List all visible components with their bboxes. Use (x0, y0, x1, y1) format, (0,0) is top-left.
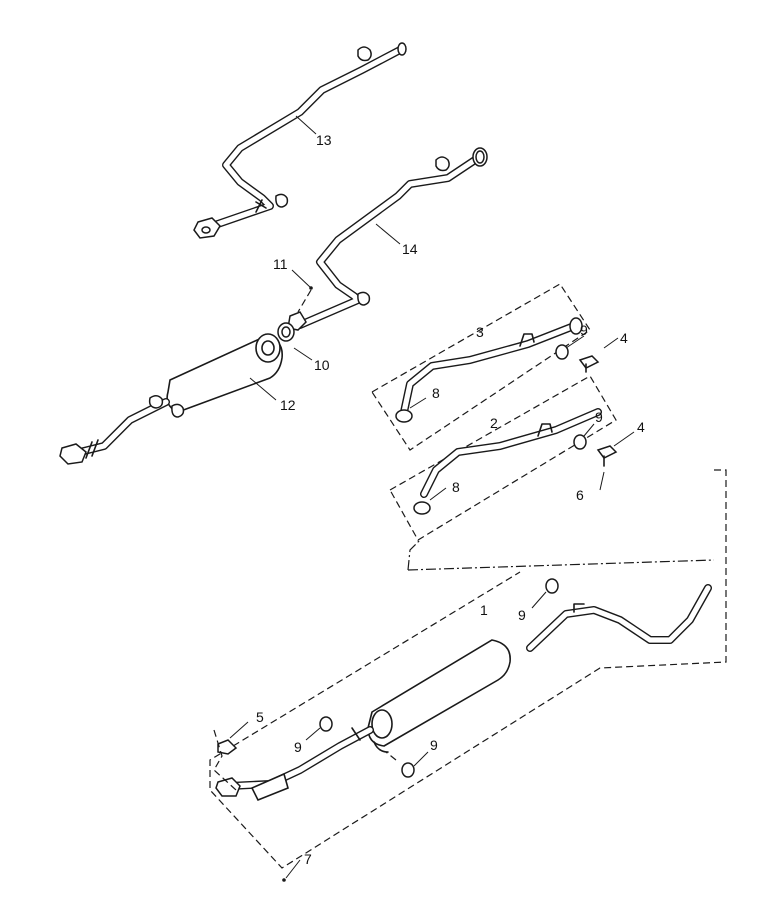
part-1-rear-muffler-assembly[interactable] (215, 584, 712, 802)
part-9-rubber-hanger[interactable] (545, 578, 559, 594)
callout-9a: 9 (580, 322, 588, 338)
callout-4b: 4 (637, 419, 645, 435)
callout-7: 7 (304, 851, 312, 867)
part-9-rubber-hanger[interactable] (319, 716, 333, 732)
callout-6: 6 (576, 487, 584, 503)
kit-1-boundary (407, 539, 421, 571)
callout-14: 14 (402, 241, 418, 257)
part-9-rubber-hanger[interactable] (573, 434, 587, 450)
part-7-bolt[interactable] (282, 878, 286, 882)
pipe-flange (215, 777, 241, 797)
part-2-tail-pipe[interactable] (420, 408, 602, 498)
part-10-gasket[interactable] (277, 322, 295, 342)
part-4-bracket[interactable] (578, 355, 600, 373)
callout-2: 2 (490, 415, 498, 431)
part-12-front-muffler[interactable] (59, 333, 283, 465)
callout-11: 11 (273, 256, 288, 272)
part-3-tail-pipe[interactable] (400, 317, 583, 416)
callout-1: 1 (480, 602, 488, 618)
hanger-bracket (357, 46, 372, 62)
kit-2-boundary (389, 375, 617, 541)
part-8-clamp[interactable] (395, 409, 413, 423)
callout-8a: 8 (432, 385, 440, 401)
part-4-bracket[interactable] (596, 445, 618, 467)
callout-5: 5 (256, 709, 264, 725)
callout-13: 13 (316, 132, 332, 148)
hanger-bracket (148, 395, 164, 409)
callout-10: 10 (314, 357, 330, 373)
part-5-clamp[interactable] (217, 739, 238, 755)
pipe-end-ring (397, 42, 407, 56)
callout-9d: 9 (294, 739, 302, 755)
hanger-bracket (275, 193, 289, 208)
callout-12: 12 (280, 397, 296, 413)
part-13-front-pipe[interactable] (193, 42, 407, 239)
callout-4a: 4 (620, 330, 628, 346)
hanger-bracket (435, 156, 450, 172)
pipe-flange (59, 443, 87, 465)
part-8-clamp[interactable] (413, 501, 431, 515)
pipe-end-ring (569, 317, 583, 335)
part-14-front-pipe[interactable] (287, 147, 488, 331)
part-9-rubber-hanger[interactable] (555, 344, 569, 360)
callout-8b: 8 (452, 479, 460, 495)
part-9-rubber-hanger[interactable] (385, 751, 415, 778)
callout-3: 3 (476, 324, 484, 340)
kit-3-boundary (371, 283, 591, 451)
hanger-bracket (357, 291, 371, 306)
callout-9c: 9 (518, 607, 526, 623)
hanger-bracket (171, 403, 185, 418)
callout-9e: 9 (430, 737, 438, 753)
callout-9b: 9 (595, 409, 603, 425)
part-11-bolt[interactable] (297, 286, 313, 313)
